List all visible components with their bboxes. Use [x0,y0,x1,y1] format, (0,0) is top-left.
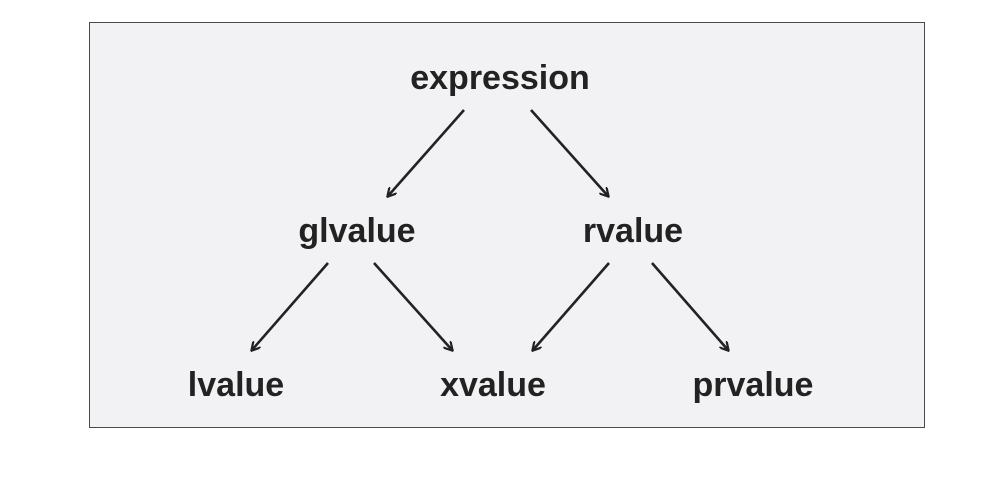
node-glvalue: glvalue [298,212,416,250]
node-lvalue: lvalue [187,366,285,404]
edge-glvalue-lvalue [252,262,329,350]
node-rvalue: rvalue [582,212,684,250]
node-expression: expression [410,59,590,97]
node-prvalue: prvalue [692,366,814,404]
diagram-panel [89,22,925,428]
edge-glvalue-xvalue [373,262,452,350]
edge-expression-glvalue [388,109,465,196]
edge-rvalue-xvalue [533,262,610,350]
node-xvalue: xvalue [440,366,546,404]
edge-rvalue-prvalue [651,262,728,350]
edge-expression-rvalue [530,109,608,196]
